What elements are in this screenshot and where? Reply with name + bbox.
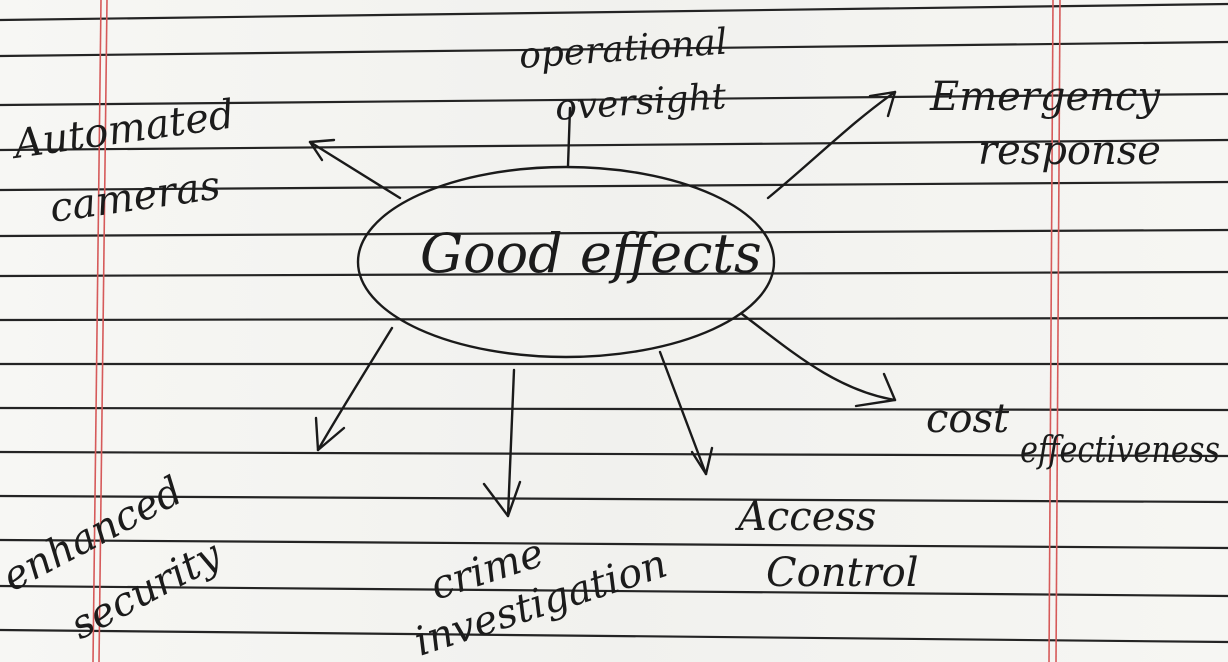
node-emergency-response: Emergency response <box>929 74 1161 174</box>
svg-text:Access: Access <box>734 494 876 540</box>
arrow-emergency-response <box>766 90 897 200</box>
svg-text:Emergency: Emergency <box>929 74 1161 120</box>
arrow-automated-cameras <box>308 140 402 200</box>
arrow-enhanced-security <box>316 326 394 452</box>
svg-text:cameras: cameras <box>47 163 223 232</box>
svg-text:response: response <box>978 128 1161 174</box>
node-operational-oversight: operational oversight <box>518 22 729 129</box>
arrows <box>308 90 897 518</box>
center-label: Good effects <box>420 222 762 285</box>
svg-text:oversight: oversight <box>554 76 728 129</box>
ruled-lines <box>0 2 1228 644</box>
arrow-crime-investigation <box>506 368 516 518</box>
svg-text:Control: Control <box>766 550 919 596</box>
arrow-operational-oversight <box>566 106 572 168</box>
margin-lines <box>92 0 1061 662</box>
node-crime-investigation: crime investigation <box>409 530 673 662</box>
arrow-access-control <box>658 350 708 476</box>
arrow-cost-effectiveness <box>740 312 897 402</box>
svg-text:operational: operational <box>518 22 729 77</box>
svg-text:cost: cost <box>926 396 1010 442</box>
center-ellipse <box>356 165 776 359</box>
node-access-control: Access Control <box>734 494 919 596</box>
svg-text:effectiveness: effectiveness <box>1020 430 1220 471</box>
node-cost-effectiveness: cost effectiveness <box>926 396 1220 471</box>
node-automated-cameras: Automated cameras <box>7 91 237 231</box>
